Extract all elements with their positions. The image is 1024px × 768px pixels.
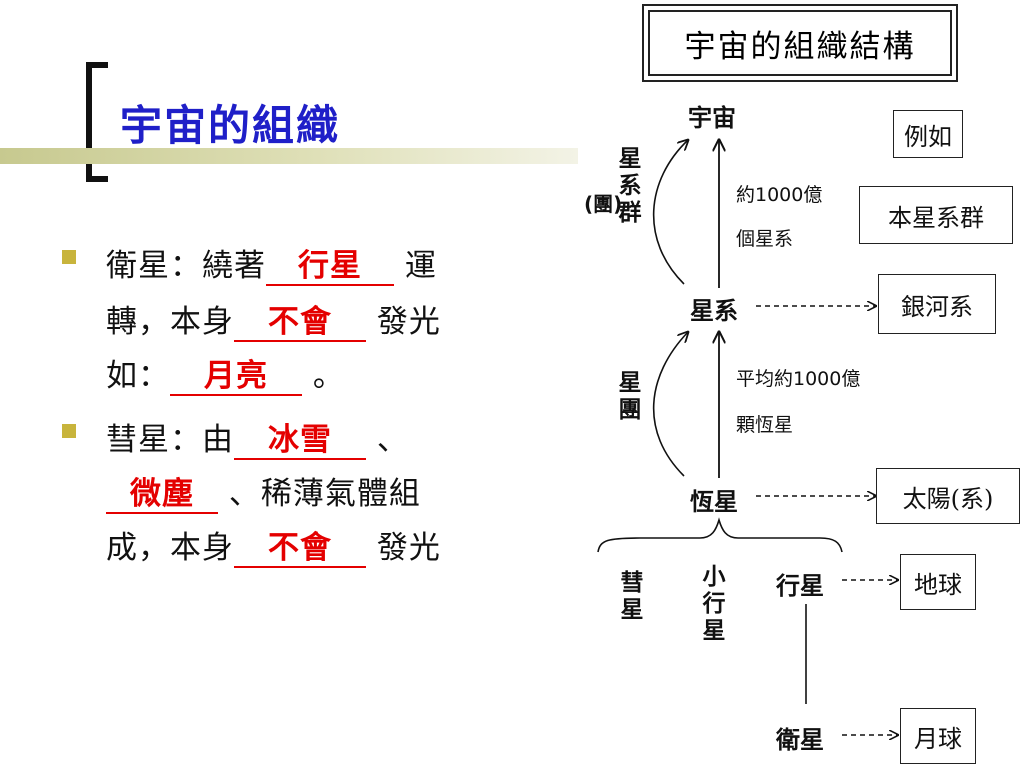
node-comet: 彗星 — [620, 570, 644, 623]
answer-blank: 冰雪 — [234, 422, 366, 460]
answer-blank: 不會 — [234, 304, 366, 342]
example-header: 例如 — [893, 110, 963, 158]
bullet-1-line-2: 轉，本身不會 發光 — [106, 296, 441, 342]
diagram-title: 宇宙的組織結構 — [648, 10, 952, 76]
text-segment: 如： — [106, 358, 170, 394]
bullet-2-line-2: 微塵 、稀薄氣體組 — [106, 468, 421, 514]
example-planet: 地球 — [900, 554, 976, 610]
bullet-1-line-1: 衛星：繞著行星 運 — [106, 240, 437, 286]
label-cluster-paren: (團) — [584, 192, 623, 216]
text-segment: 成，本身 — [106, 530, 234, 566]
text-segment: 衛星：繞著 — [106, 248, 266, 284]
bullet-2-line-3: 成，本身不會 發光 — [106, 522, 441, 568]
node-asteroid: 小行星 — [702, 564, 726, 644]
title-bracket — [86, 62, 108, 182]
bullet-1-line-3: 如：月亮 。 — [106, 350, 345, 396]
text-segment: 發光 — [366, 304, 441, 340]
note-galaxies-line-2: 個星系 — [736, 228, 794, 250]
title-underline-bar — [0, 148, 578, 164]
text-segment: 。 — [302, 358, 345, 394]
bullet-marker-2 — [62, 424, 76, 438]
answer-blank: 微塵 — [106, 476, 218, 514]
note-stars-line-2: 顆恆星 — [736, 414, 794, 436]
star-brace — [597, 517, 843, 553]
answer-blank: 不會 — [234, 530, 366, 568]
node-universe: 宇宙 — [688, 104, 736, 132]
bullet-marker-1 — [62, 250, 76, 264]
curve-galaxy-cluster — [652, 140, 688, 285]
example-galaxy-cluster: 本星系群 — [859, 186, 1013, 244]
note-galaxies-line-1: 約1000億 — [736, 184, 823, 206]
text-segment: 、 — [366, 422, 409, 458]
node-galaxy: 星系 — [690, 297, 738, 325]
slide-title: 宇宙的組織 — [120, 101, 341, 150]
label-star-cluster: 星團 — [618, 370, 642, 423]
example-galaxy: 銀河系 — [878, 274, 996, 334]
text-segment: 、稀薄氣體組 — [218, 476, 421, 512]
answer-blank: 月亮 — [170, 358, 302, 396]
text-segment: 彗星：由 — [106, 422, 234, 458]
label-galaxy-cluster: 星系群 — [618, 146, 642, 226]
answer-blank: 行星 — [266, 248, 394, 286]
example-star: 太陽(系) — [876, 468, 1020, 524]
text-segment: 運 — [394, 248, 437, 284]
node-star: 恆星 — [690, 488, 738, 516]
note-stars-line-1: 平均約1000億 — [736, 368, 861, 390]
diagram-title-frame: 宇宙的組織結構 — [642, 4, 958, 82]
node-satellite: 衛星 — [776, 726, 824, 754]
curve-star-cluster — [652, 332, 688, 477]
bullet-2-line-1: 彗星：由冰雪 、 — [106, 414, 409, 460]
text-segment: 發光 — [366, 530, 441, 566]
example-satellite: 月球 — [900, 708, 976, 764]
text-segment: 轉，本身 — [106, 304, 234, 340]
node-planet: 行星 — [776, 572, 824, 600]
